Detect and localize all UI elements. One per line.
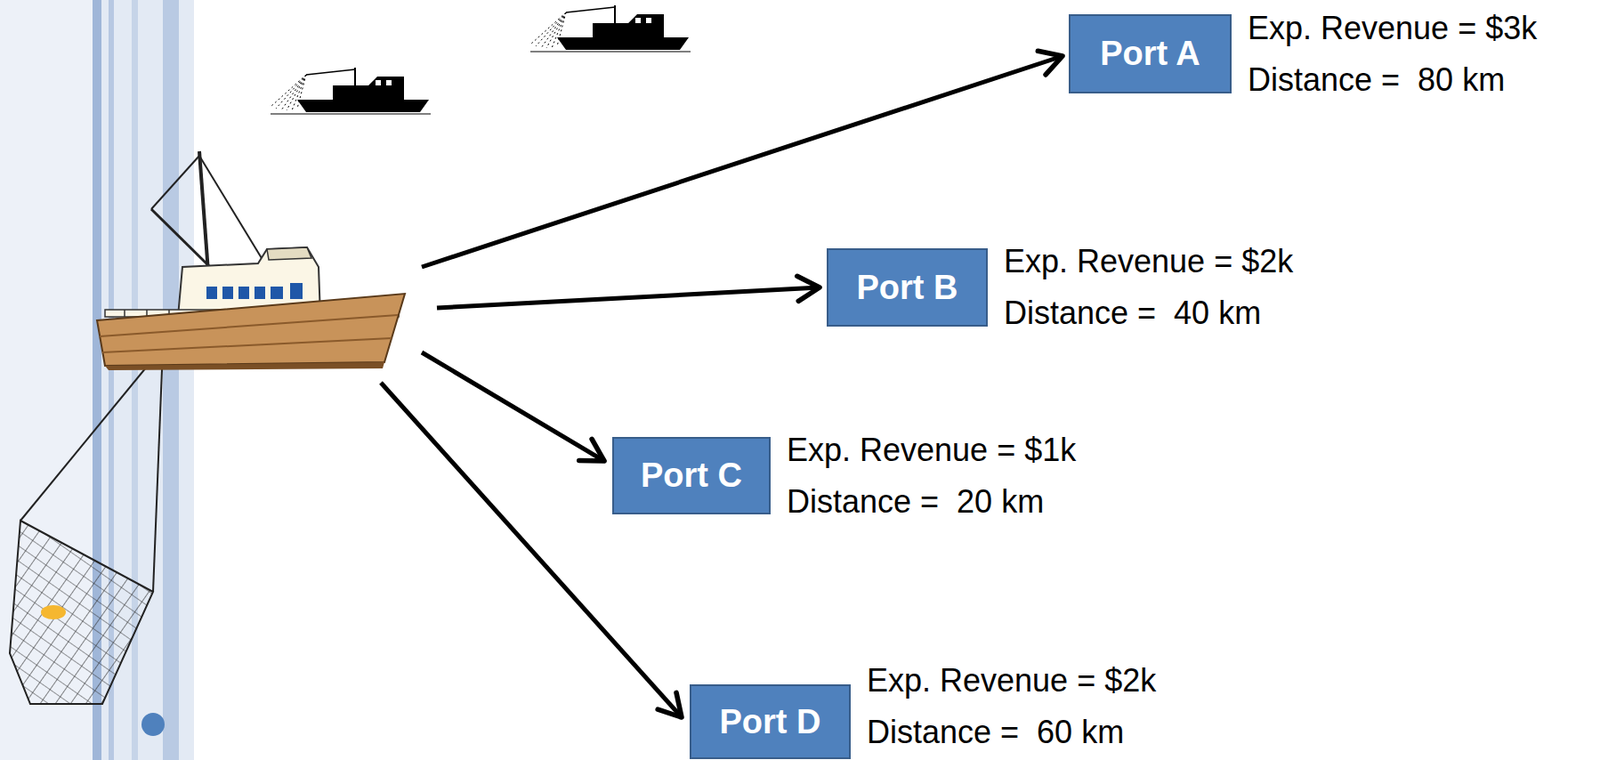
port-details: Exp. Revenue = $2kDistance = 60 km <box>866 654 1156 759</box>
port-details: Exp. Revenue = $1kDistance = 20 km <box>786 424 1076 528</box>
port-name: Port D <box>719 703 822 742</box>
slide-dot <box>141 712 165 736</box>
side-stripes <box>0 0 194 760</box>
small-boat <box>270 67 431 114</box>
route-arrows <box>380 56 1063 718</box>
port-box: Port AExp. Revenue = $3kDistance = 80 km <box>1068 14 1232 94</box>
port-name: Port B <box>856 268 959 308</box>
route-arrow <box>380 382 682 718</box>
port-details: Exp. Revenue = $3kDistance = 80 km <box>1247 2 1537 106</box>
port-detail: Distance = 20 km <box>786 476 1076 528</box>
route-arrow <box>436 287 820 308</box>
fish <box>40 605 66 620</box>
route-arrow <box>421 352 605 461</box>
port-name: Port C <box>640 456 743 495</box>
port-box: Port CExp. Revenue = $1kDistance = 20 km <box>612 436 771 515</box>
port-box: Port BExp. Revenue = $2kDistance = 40 km <box>826 248 988 327</box>
small-boat <box>530 5 691 52</box>
port-detail: Exp. Revenue = $2k <box>866 654 1156 707</box>
port-box: Port DExp. Revenue = $2kDistance = 60 km <box>689 684 851 760</box>
port-details: Exp. Revenue = $2kDistance = 40 km <box>1003 235 1293 340</box>
route-arrow <box>421 56 1063 267</box>
port-detail: Exp. Revenue = $1k <box>786 424 1076 477</box>
port-detail: Exp. Revenue = $3k <box>1247 2 1537 55</box>
fishing-boat <box>9 151 405 704</box>
port-detail: Distance = 80 km <box>1247 54 1537 106</box>
port-detail: Distance = 40 km <box>1003 287 1293 340</box>
port-name: Port A <box>1099 34 1201 73</box>
port-detail: Distance = 60 km <box>866 706 1156 759</box>
port-detail: Exp. Revenue = $2k <box>1003 235 1293 288</box>
